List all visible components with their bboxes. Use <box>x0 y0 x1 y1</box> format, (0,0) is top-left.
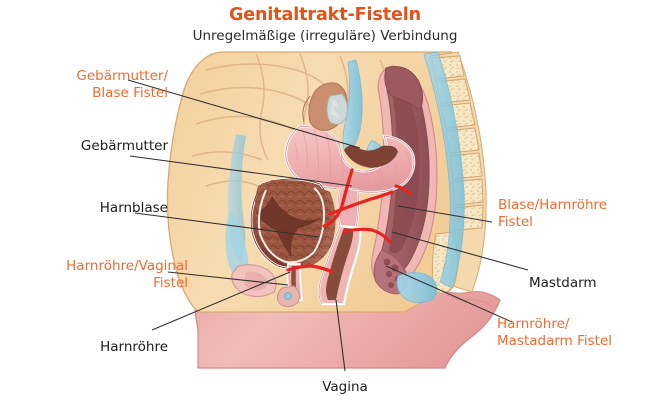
leader-urethra-rectum-fistula <box>385 265 513 323</box>
leader-rectum <box>391 231 529 271</box>
fistula-urethra-rectum <box>342 227 392 244</box>
leader-urethra-vaginal-fistula <box>167 271 289 286</box>
fistula-urethra-vagina <box>286 264 334 274</box>
page-title: Genitaltrakt-Fisteln <box>229 5 421 25</box>
label-urethra-vaginal-fistula: Harnröhre/Vaginal Fistel <box>66 258 188 291</box>
label-bladder: Harnblase <box>99 200 168 216</box>
ovary <box>302 82 348 131</box>
leader-uterus-bladder-fistula <box>127 79 361 149</box>
fistula-tracts <box>286 168 412 274</box>
leader-bladder <box>134 212 319 238</box>
leader-uterus <box>129 155 353 187</box>
urethra <box>276 263 304 308</box>
spinal-canal <box>423 51 465 289</box>
label-uterus-bladder-fistula: Gebärmutter/ Blase Fistel <box>76 68 168 101</box>
label-bladder-urethra-fistula: Blase/Harnröhre Fistel <box>498 197 608 230</box>
label-uterus: Gebärmutter <box>80 138 168 154</box>
fistula-uterus-bladder <box>322 168 354 228</box>
label-vagina: Vagina <box>322 379 368 395</box>
leader-vagina <box>335 299 346 372</box>
fistula-rectovaginal-tip <box>394 184 412 196</box>
leader-bladder-urethra-fistula <box>397 205 493 223</box>
label-urethra: Harnröhre <box>100 339 168 355</box>
label-rectum: Mastdarm <box>529 275 597 291</box>
page-subtitle: Unregelmäßige (irreguläre) Verbindung <box>192 28 458 44</box>
leader-urethra <box>151 271 291 331</box>
label-urethra-rectum-fistula: Harnröhre/ Mastadarm Fistel <box>497 316 613 349</box>
fistula-bladder-urethra <box>328 190 394 216</box>
vagina <box>317 224 362 306</box>
leader-lines <box>127 79 529 372</box>
bladder <box>249 177 336 270</box>
